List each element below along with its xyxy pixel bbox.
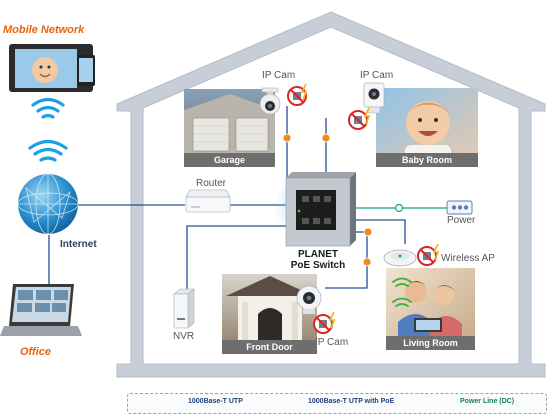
room-caption-front-door: Front Door — [222, 340, 317, 354]
router-icon — [185, 189, 231, 213]
power-socket-icon — [446, 200, 473, 215]
power-label: Power — [447, 215, 476, 226]
globe-icon — [17, 173, 79, 235]
room-caption-garage: Garage — [184, 153, 275, 167]
dc-badge — [394, 203, 404, 213]
legend-utp: 1000Base-T UTP — [188, 398, 243, 405]
poe-badge — [362, 257, 372, 267]
legend: 1000Base-T UTP 1000Base-T UTP with PoE P… — [127, 393, 547, 414]
switch-label-line1: PLANET — [298, 249, 338, 260]
office-label: Office — [20, 346, 51, 358]
ptz-camera-icon — [259, 87, 281, 115]
front-door-photo — [222, 274, 317, 354]
tablet-icon — [9, 44, 95, 92]
poe-badges — [282, 133, 373, 267]
legend-utp-poe: 1000Base-T UTP with PoE — [308, 398, 395, 405]
wireless-ap-label: Wireless AP — [441, 253, 495, 264]
front-door-camera-icon — [296, 285, 322, 314]
ip-cam-garage-label: IP Cam — [262, 70, 296, 81]
ip-cam-baby-room-label: IP Cam — [360, 70, 394, 81]
ip-cam-front-door-label: IP Cam — [315, 337, 349, 348]
nvr-label: NVR — [173, 331, 195, 342]
no-power-icon — [287, 83, 308, 106]
cube-camera-icon — [363, 82, 385, 114]
switch-label-line2: PoE Switch — [290, 260, 346, 271]
mobile-network-label: Mobile Network — [3, 24, 85, 36]
internet-label: Internet — [60, 239, 97, 250]
room-caption-living-room: Living Room — [386, 336, 475, 350]
wireless-ap-icon — [383, 249, 417, 267]
room-caption-baby-room: Baby Room — [376, 153, 478, 167]
house-outline — [116, 11, 546, 378]
wifi-icon — [28, 97, 68, 162]
nvr-icon — [173, 288, 195, 329]
no-power-icon — [417, 243, 440, 266]
wifi-icon — [392, 277, 412, 307]
no-power-icon — [348, 107, 371, 130]
poe-badge — [363, 227, 373, 237]
router-label: Router — [196, 178, 227, 189]
laptop-icon — [0, 284, 82, 336]
switch-label: PLANET PoE Switch — [280, 249, 356, 271]
poe-badge — [282, 133, 292, 143]
power-link — [345, 203, 447, 213]
poe-badge — [321, 133, 331, 143]
legend-power-line: Power Line (DC) — [460, 398, 515, 405]
poe-switch-icon — [274, 170, 356, 247]
no-power-icon — [313, 311, 336, 334]
living-room-photo — [386, 268, 475, 349]
